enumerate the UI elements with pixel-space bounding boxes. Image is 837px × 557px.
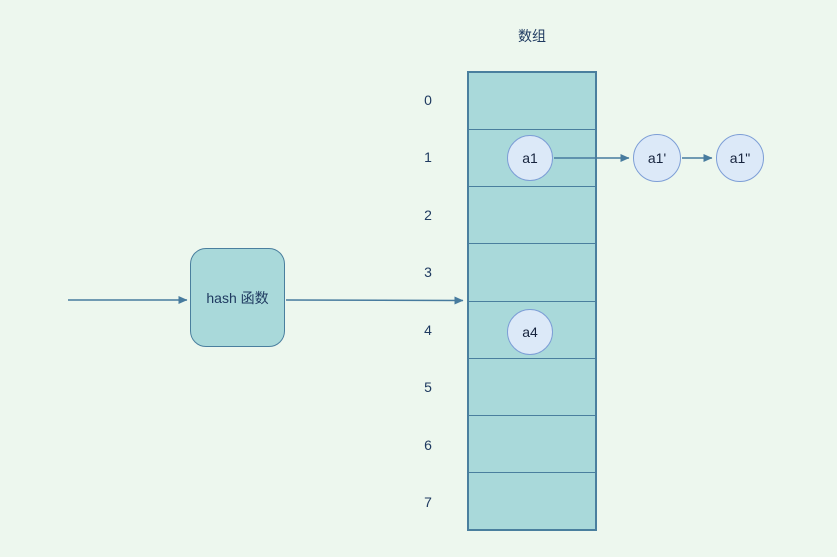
array-index-column: 0 1 2 3 4 5 6 7: [406, 71, 450, 531]
array-index-label: 7: [424, 494, 432, 511]
array-index-label: 4: [424, 321, 432, 338]
hash-function-label: hash 函数: [206, 289, 269, 306]
array-index-label: 3: [424, 264, 432, 281]
array-cell: [469, 473, 595, 529]
node-a1-prime: a1': [633, 134, 681, 182]
array-cell: [469, 359, 595, 416]
array-cell: [469, 416, 595, 473]
array-index-label: 6: [424, 436, 432, 453]
array-cell: [469, 244, 595, 302]
array-index-label: 5: [424, 379, 432, 396]
array-index-label: 2: [424, 206, 432, 223]
array-cell: [469, 187, 595, 245]
array-cell: [469, 302, 595, 359]
node-a4: a4: [507, 309, 553, 355]
array-cell: [469, 130, 595, 188]
array-index-label: 1: [424, 149, 432, 166]
array-index-label: 0: [424, 91, 432, 108]
hash-function-box: hash 函数: [190, 248, 285, 347]
array-title: 数组: [518, 28, 546, 44]
node-a1: a1: [507, 135, 553, 181]
node-a1-double-prime: a1": [716, 134, 764, 182]
array-cell: [469, 73, 595, 131]
